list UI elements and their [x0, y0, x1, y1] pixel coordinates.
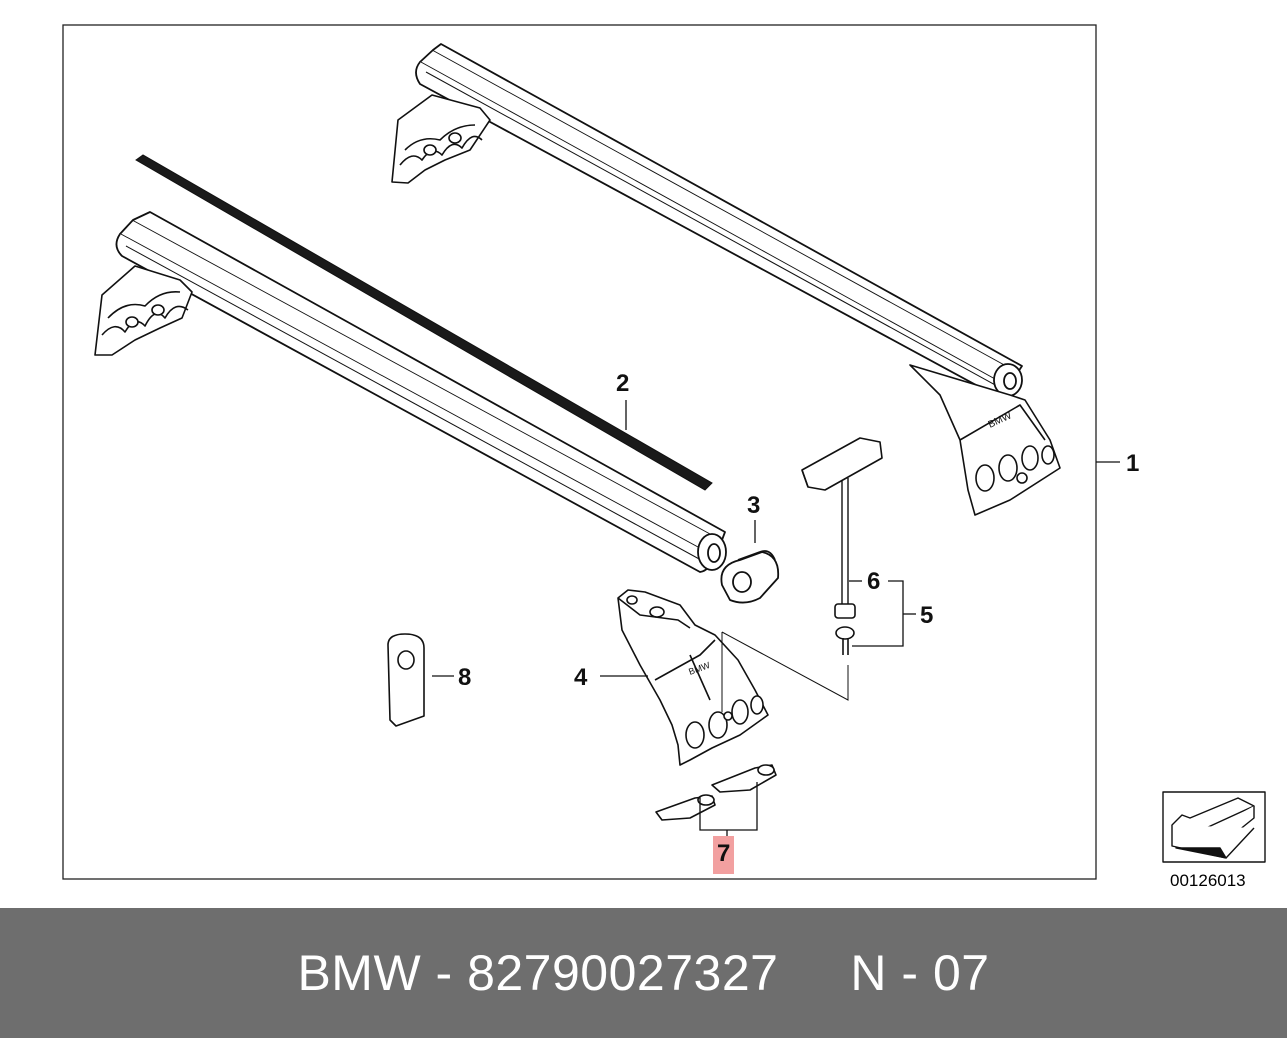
- front-roof-bar: [115, 211, 727, 573]
- rear-right-foot: BMW: [909, 364, 1061, 516]
- rubber-strip: [135, 154, 713, 491]
- lock-key-assembly: [801, 437, 883, 655]
- rear-roof-bar: [415, 43, 1023, 399]
- diagram-frame: [62, 24, 1097, 880]
- part-caption: BMW - 82790027327 N - 07: [297, 945, 990, 1001]
- assembly-leader: [721, 631, 849, 712]
- end-cap: [720, 550, 780, 604]
- front-left-foot: [94, 265, 193, 356]
- leader-lines: [432, 400, 1120, 842]
- callout-7-highlighted: 7: [713, 836, 735, 874]
- callout-5: 5: [920, 602, 934, 629]
- roof-bar-foot: BMW: [617, 589, 769, 766]
- callout-8: 8: [458, 664, 472, 691]
- inset-symbol: [1162, 791, 1266, 863]
- callout-4: 4: [574, 664, 588, 691]
- rubber-pads: [655, 764, 777, 821]
- callout-1: 1: [1126, 450, 1140, 477]
- caption-bar: BMW - 82790027327 N - 07: [0, 908, 1287, 1038]
- rear-left-foot: [391, 94, 491, 184]
- callout-3: 3: [747, 492, 761, 519]
- callout-6: 6: [867, 568, 881, 595]
- mounting-plate: [387, 633, 425, 727]
- callout-2: 2: [616, 370, 630, 397]
- document-number: 00126013: [1170, 871, 1246, 890]
- parts-diagram: BMW BMW: [62, 24, 1266, 880]
